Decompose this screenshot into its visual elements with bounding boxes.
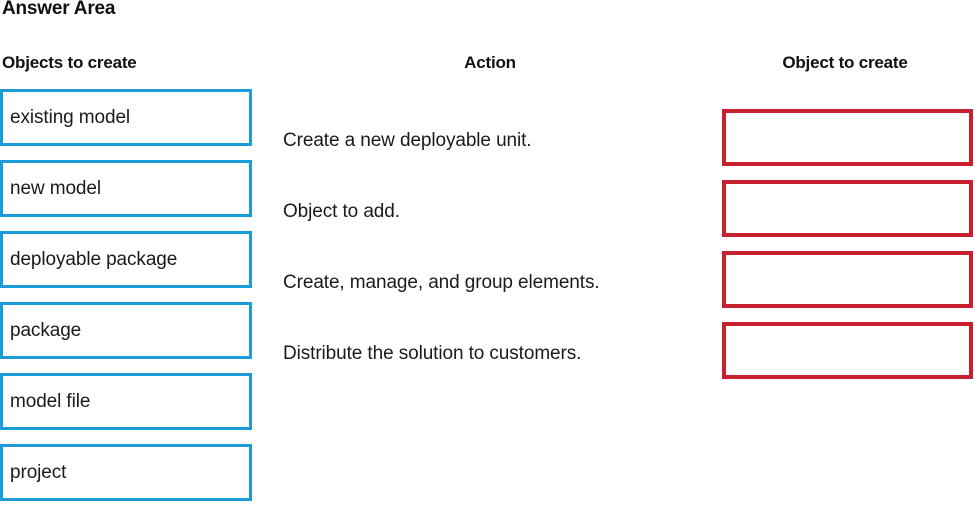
column-header-action: Action [464, 53, 516, 72]
action-row: Distribute the solution to customers. [283, 318, 713, 389]
page-title: Answer Area [2, 0, 116, 19]
options-column: existing model new model deployable pack… [0, 89, 254, 515]
option-box[interactable]: new model [0, 160, 252, 217]
action-row: Create, manage, and group elements. [283, 247, 713, 318]
column-header-objects-to-create: Objects to create [2, 53, 137, 72]
actions-column: Create a new deployable unit. Object to … [283, 105, 713, 389]
action-row: Object to add. [283, 176, 713, 247]
action-text: Create a new deployable unit. [283, 129, 532, 151]
action-row: Create a new deployable unit. [283, 105, 713, 176]
option-label: package [10, 320, 82, 341]
action-text: Object to add. [283, 200, 400, 222]
option-label: deployable package [10, 249, 178, 270]
answer-drop-target[interactable] [722, 251, 973, 308]
option-label: existing model [10, 107, 131, 128]
answer-drop-target[interactable] [722, 180, 973, 237]
option-box[interactable]: deployable package [0, 231, 252, 288]
option-box[interactable]: project [0, 444, 252, 501]
column-header-object-to-create: Object to create [782, 53, 908, 72]
option-box[interactable]: existing model [0, 89, 252, 146]
action-text: Distribute the solution to customers. [283, 342, 582, 364]
option-label: new model [10, 178, 101, 199]
option-label: project [10, 462, 67, 483]
answer-drop-target[interactable] [722, 322, 973, 379]
answer-drop-target[interactable] [722, 109, 973, 166]
option-box[interactable]: model file [0, 373, 252, 430]
action-text: Create, manage, and group elements. [283, 271, 600, 293]
answers-column [722, 109, 974, 393]
option-box[interactable]: package [0, 302, 252, 359]
option-label: model file [10, 391, 91, 412]
